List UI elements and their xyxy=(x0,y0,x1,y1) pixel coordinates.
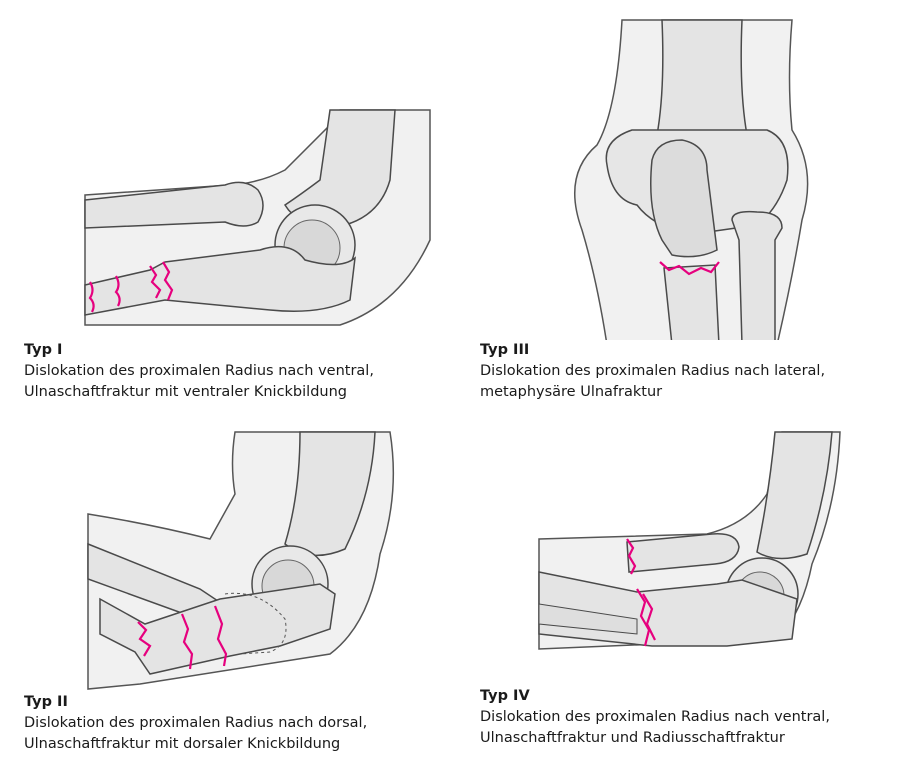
caption-title: Typ III xyxy=(480,342,530,358)
panel-typ-1: Typ I Dislokation des proximalen Radius … xyxy=(0,0,457,400)
caption-line-1: Dislokation des proximalen Radius nach v… xyxy=(24,363,374,379)
elbow-illustration-typ-4 xyxy=(538,431,841,650)
panel-typ-2: Typ II Dislokation des proximalen Radius… xyxy=(0,384,457,768)
caption-line-2: Ulnaschaftfraktur mit ventraler Knickbil… xyxy=(24,384,347,400)
caption-line-2: metaphysäre Ulnafraktur xyxy=(480,384,663,400)
caption-typ-1: Typ I Dislokation des proximalen Radius … xyxy=(24,340,374,403)
caption-typ-2: Typ II Dislokation des proximalen Radius… xyxy=(24,692,367,755)
caption-line-2: Ulnaschaftfraktur mit dorsaler Knickbild… xyxy=(24,736,341,752)
panel-typ-3: Typ III Dislokation des proximalen Radiu… xyxy=(457,0,914,400)
panel-typ-4: Typ IV Dislokation des proximalen Radius… xyxy=(457,384,914,768)
elbow-illustration-typ-1 xyxy=(84,109,431,326)
caption-line-1: Dislokation des proximalen Radius nach d… xyxy=(24,715,368,731)
caption-title: Typ IV xyxy=(480,688,530,704)
caption-line-2: Ulnaschaftfraktur und Radiusschaftfraktu… xyxy=(480,730,785,746)
elbow-illustration-typ-3 xyxy=(574,19,809,340)
caption-title: Typ I xyxy=(24,342,63,358)
caption-line-1: Dislokation des proximalen Radius nach v… xyxy=(480,709,830,725)
elbow-illustration-typ-2 xyxy=(87,431,395,690)
caption-typ-4: Typ IV Dislokation des proximalen Radius… xyxy=(480,686,830,749)
caption-typ-3: Typ III Dislokation des proximalen Radiu… xyxy=(480,340,825,403)
caption-line-1: Dislokation des proximalen Radius nach l… xyxy=(480,363,826,379)
caption-title: Typ II xyxy=(24,694,68,710)
